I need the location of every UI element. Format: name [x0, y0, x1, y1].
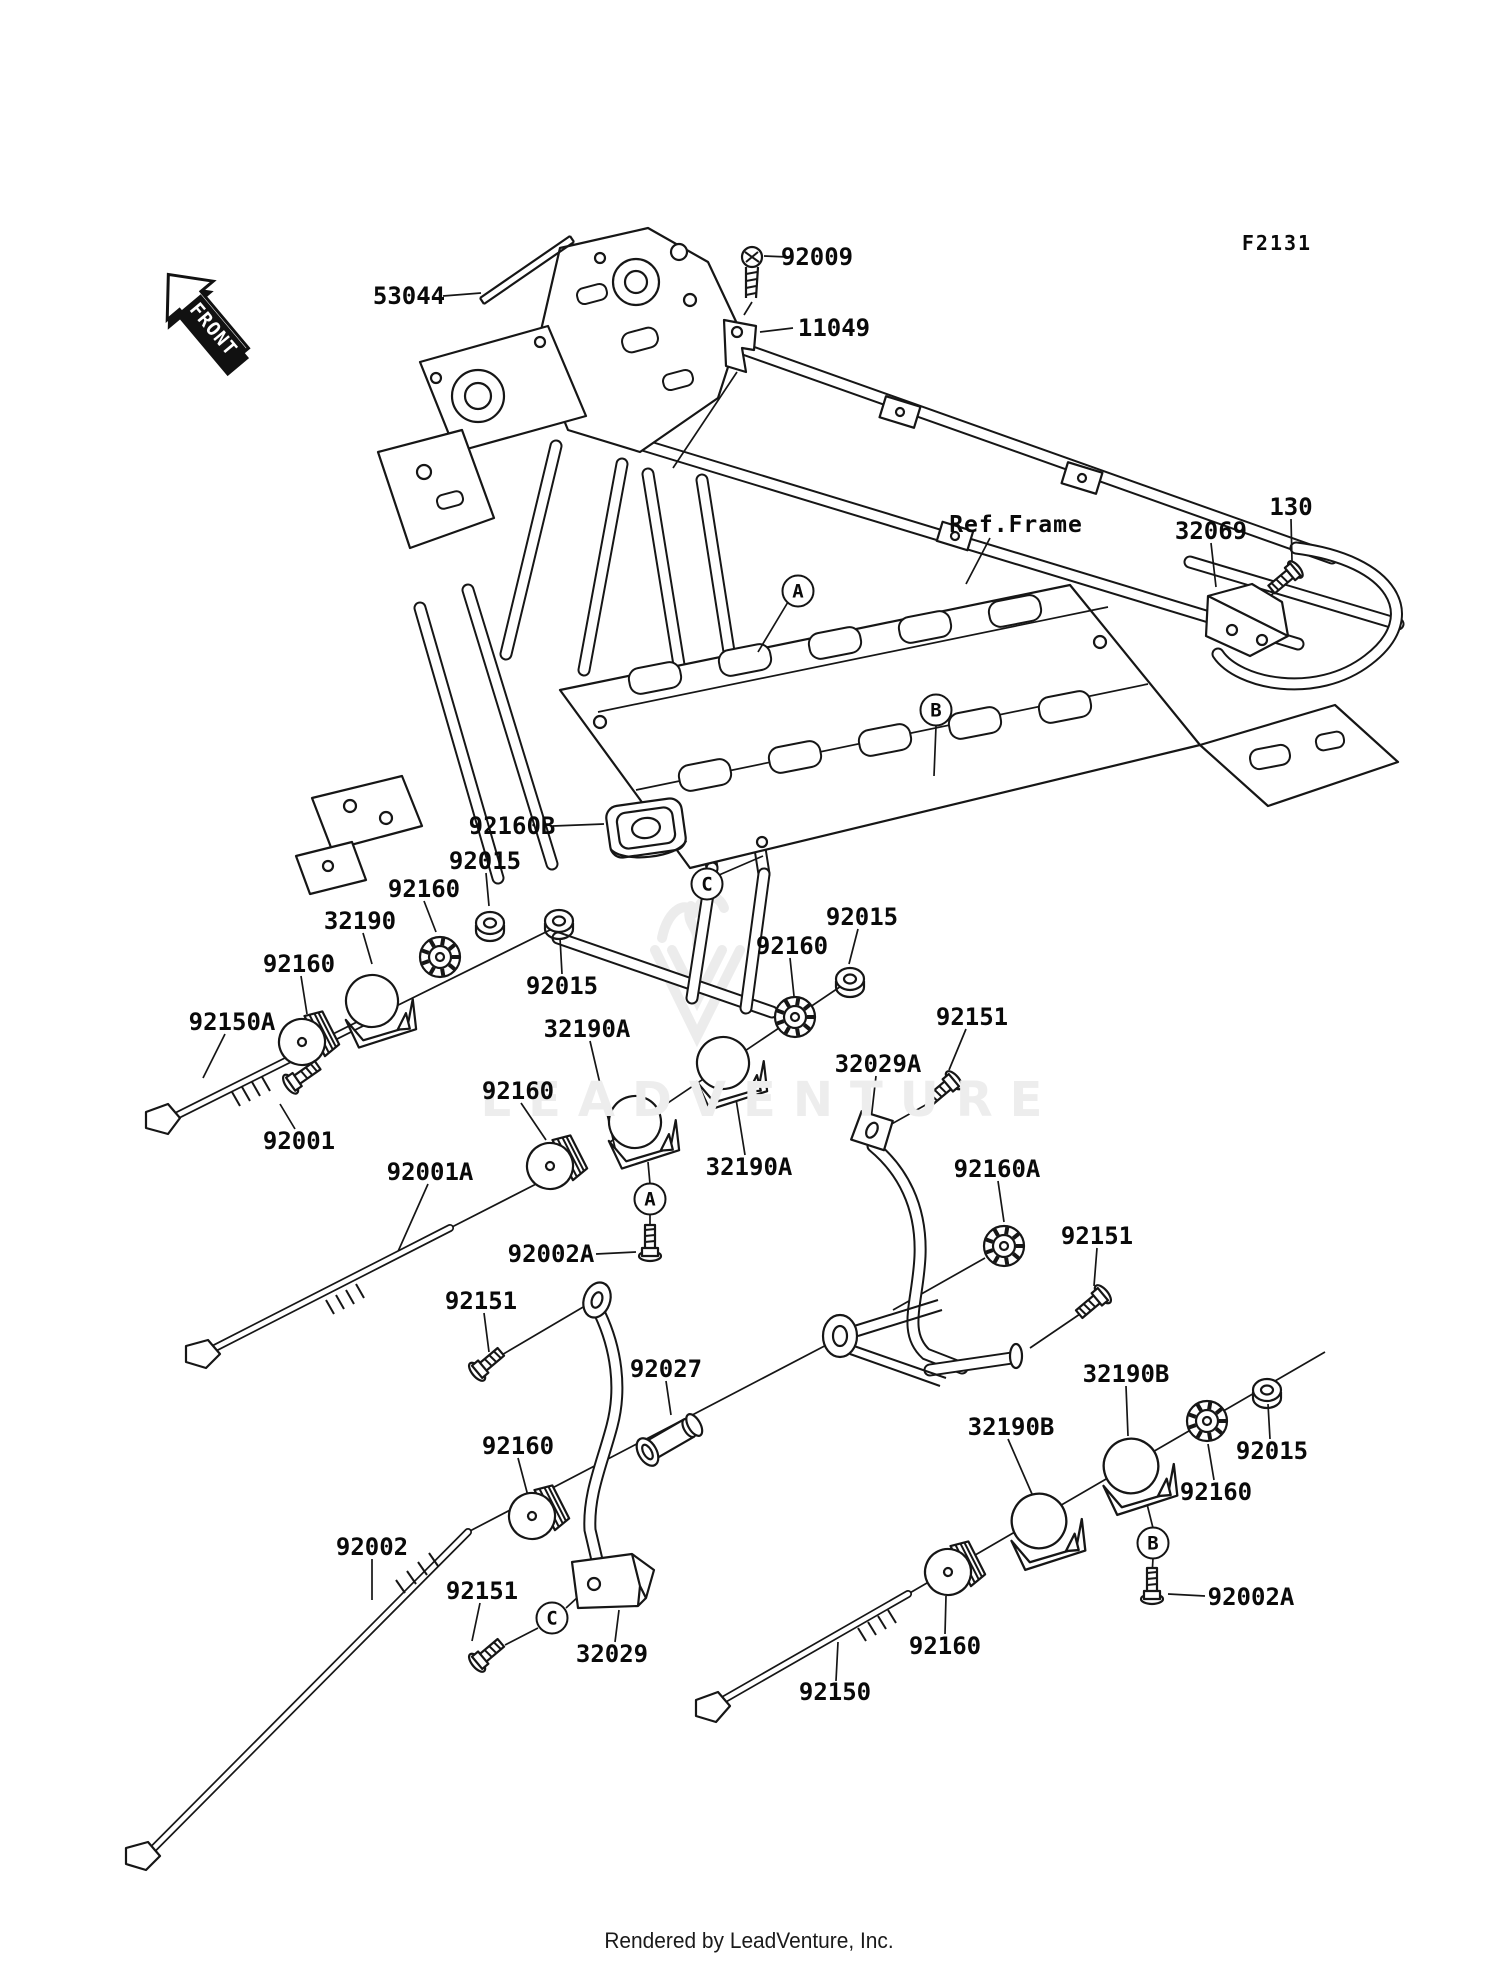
trim-strip-53044-drawing [479, 235, 575, 305]
frame-artwork [294, 226, 1405, 1019]
part-label-92151-28[interactable]: 92151 [445, 1577, 519, 1605]
part-label-92002a-34[interactable]: 92002A [1207, 1583, 1295, 1611]
part-label-92160-15[interactable]: 92160 [481, 1077, 555, 1105]
front-direction-arrow: FRONT [165, 272, 251, 377]
figure-code: F2131 [1241, 231, 1313, 255]
part-label-92160-7[interactable]: 92160 [387, 875, 461, 903]
nut-92015-drawing [474, 910, 506, 943]
bolt-92002-drawing [124, 1528, 472, 1872]
part-label-92160-33[interactable]: 92160 [1179, 1478, 1253, 1506]
part-label-92151-24[interactable]: 92151 [444, 1287, 518, 1315]
part-label-32190-8[interactable]: 32190 [323, 907, 397, 935]
bracket-11049-drawing [722, 318, 758, 374]
ref-frame-label: Ref.Frame [949, 512, 1083, 538]
clamp-32190-drawing [344, 973, 418, 1049]
bushing-92160-gear-drawing [1185, 1399, 1229, 1443]
bolt-92002a-drawing [637, 1223, 663, 1263]
part-label-11049-2[interactable]: 11049 [797, 314, 871, 342]
ref-marker-c-2: C [690, 867, 724, 901]
arm-32029-drawing [570, 1281, 656, 1610]
part-label-92027-25[interactable]: 92027 [629, 1355, 703, 1383]
part-label-92001-11[interactable]: 92001 [262, 1127, 336, 1155]
bushing-92160-drum-drawing [923, 1540, 987, 1597]
part-label-92160b-5[interactable]: 92160B [468, 812, 556, 840]
part-label-92160-35[interactable]: 92160 [908, 1632, 982, 1660]
part-label-53044-0[interactable]: 53044 [372, 282, 446, 310]
part-label-92160a-21[interactable]: 92160A [953, 1155, 1041, 1183]
part-label-92151-18[interactable]: 92151 [935, 1003, 1009, 1031]
part-label-92002-27[interactable]: 92002 [335, 1533, 409, 1561]
ref-marker-a-3: A [633, 1182, 667, 1216]
nut-92015-drawing [1251, 1377, 1283, 1410]
part-label-32190a-14[interactable]: 32190A [543, 1015, 631, 1043]
screw-92009-drawing [740, 245, 764, 299]
bolt-92151-drawing [925, 1070, 964, 1106]
bolt-92151-drawing [1074, 1284, 1113, 1320]
bushing-92160-drum-drawing [507, 1484, 571, 1541]
part-label-92002a-23[interactable]: 92002A [507, 1240, 595, 1268]
part-label-32190b-31[interactable]: 32190B [1082, 1360, 1170, 1388]
bushing-92160-gear-drawing [773, 995, 817, 1039]
bolt-92151-drawing [467, 1346, 506, 1382]
part-label-32190b-30[interactable]: 32190B [967, 1413, 1055, 1441]
clamp-32190a-drawing [695, 1035, 769, 1111]
bolt-92002a-drawing [1139, 1566, 1165, 1606]
bushing-92160-gear-drawing [418, 935, 462, 979]
arm-32029a-drawing [821, 1110, 1024, 1387]
bolt-92151-drawing [467, 1637, 506, 1673]
part-label-92150a-10[interactable]: 92150A [188, 1008, 276, 1036]
bolt-92001a-drawing [184, 1224, 454, 1370]
part-label-92151-22[interactable]: 92151 [1060, 1222, 1134, 1250]
footer-credit: Rendered by LeadVenture, Inc. [604, 1928, 894, 1953]
front-arrow-body [180, 294, 247, 367]
bushing-92160-drum-drawing [277, 1010, 341, 1067]
bolt-92150-drawing [694, 1590, 912, 1724]
bushing-92160-drum-drawing [525, 1134, 589, 1191]
damper-92160b-drawing [605, 797, 688, 859]
bushing-92160a-gear-drawing [982, 1224, 1026, 1268]
part-label-92150-36[interactable]: 92150 [798, 1678, 872, 1706]
nut-92015-drawing [834, 966, 866, 999]
part-label-32069-3[interactable]: 32069 [1174, 517, 1248, 545]
part-label-32029-29[interactable]: 32029 [575, 1640, 649, 1668]
part-label-92015-17[interactable]: 92015 [825, 903, 899, 931]
part-label-130-4[interactable]: 130 [1269, 493, 1313, 521]
bolt-130-drawing [1267, 560, 1304, 595]
spacer-92027-drawing [635, 1413, 704, 1467]
part-label-92015-32[interactable]: 92015 [1235, 1437, 1309, 1465]
part-label-92160-16[interactable]: 92160 [755, 932, 829, 960]
part-label-92009-1[interactable]: 92009 [780, 243, 854, 271]
part-label-32190a-20[interactable]: 32190A [705, 1153, 793, 1181]
clamp-32190b-drawing [1010, 1492, 1087, 1572]
ref-marker-b-4: B [1136, 1526, 1170, 1560]
part-label-92015-13[interactable]: 92015 [525, 972, 599, 1000]
part-label-92015-6[interactable]: 92015 [448, 847, 522, 875]
ref-marker-c-5: C [535, 1601, 569, 1635]
part-label-92160-9[interactable]: 92160 [262, 950, 336, 978]
nut-92015-drawing [543, 908, 575, 941]
part-label-32029a-19[interactable]: 32029A [834, 1050, 922, 1078]
watermark-text: LEADVENTURE [480, 1072, 1060, 1128]
bracket-32069-drawing [1204, 582, 1290, 658]
ref-marker-a-0: A [781, 574, 815, 608]
part-label-92160-26[interactable]: 92160 [481, 1432, 555, 1460]
part-label-92001a-12[interactable]: 92001A [386, 1158, 474, 1186]
bolt-92001-drawing [282, 1060, 322, 1095]
clamp-32190a-drawing [607, 1094, 681, 1170]
ref-marker-b-1: B [919, 693, 953, 727]
clamp-32190b-drawing [1102, 1437, 1179, 1517]
